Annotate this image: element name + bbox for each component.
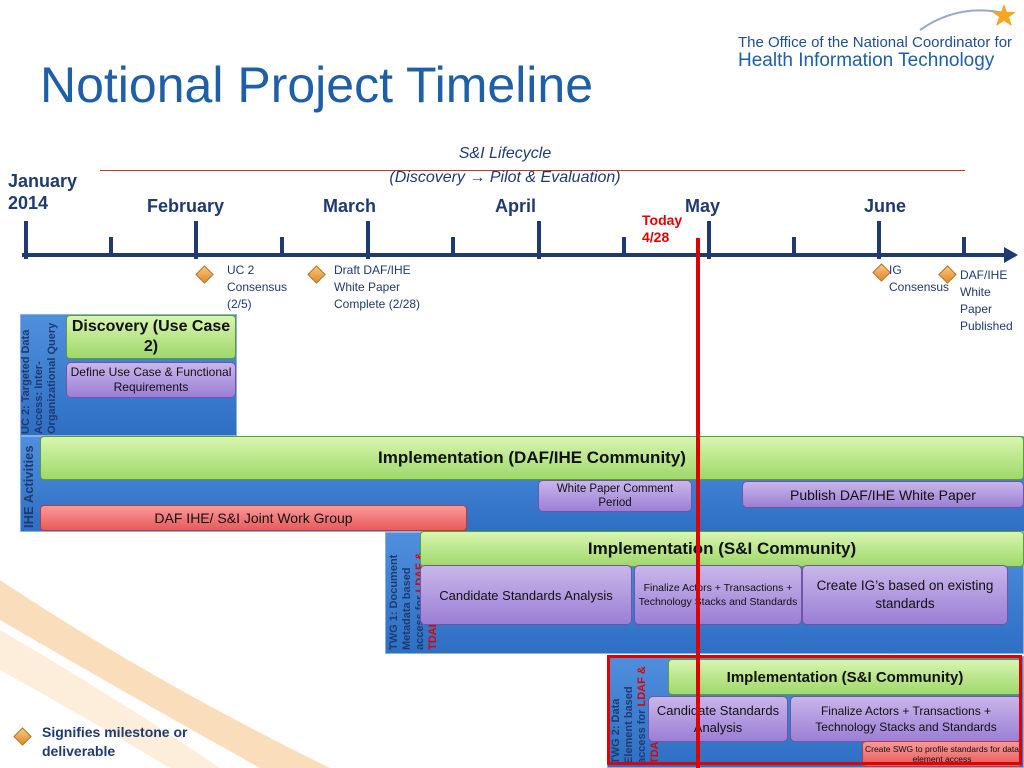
org-name-line2: Health Information Technology (738, 50, 995, 71)
page-title: Notional Project Timeline (40, 57, 594, 113)
discovery-bar: Discovery (Use Case 2) (66, 315, 236, 359)
ihe-implementation-bar: Implementation (DAF/IHE Community) (40, 436, 1024, 480)
milestone-diamond-icon (307, 265, 326, 284)
legend-text: Signifies milestone or deliverable (42, 724, 188, 759)
background-swoosh (0, 580, 330, 768)
joint-work-group-bar: DAF IHE/ S&I Joint Work Group (40, 505, 467, 531)
uc2-side-label: UC 2: Targeted Data Access: Inter-Organi… (20, 322, 58, 434)
axis-tick-major (194, 221, 198, 259)
month-february: February (147, 196, 225, 216)
ihe-side-label: IHE Activities (22, 445, 36, 528)
twg1-implementation-bar: Implementation (S&I Community) (420, 531, 1024, 567)
define-use-case-bar: Define Use Case & Functional Requirement… (66, 362, 236, 398)
axis-tick-major (537, 221, 541, 259)
twg1-create-ig-bar: Create IG’s based on existing standards (802, 565, 1008, 625)
axis-tick-minor (622, 237, 626, 257)
milestone-diamond-icon (195, 265, 214, 284)
axis-tick-major (707, 221, 711, 259)
lifecycle-title: S&I Lifecycle (458, 145, 552, 162)
org-name-line1: The Office of the National Coordinator f… (738, 34, 1013, 51)
axis-tick-minor (451, 237, 455, 257)
axis-tick-minor (962, 237, 966, 257)
white-paper-comment-bar: White Paper Comment Period (538, 480, 692, 512)
axis-tick-major (24, 221, 28, 259)
month-june: June (864, 196, 907, 216)
lifecycle-subtitle: (Discovery → Pilot & Evaluation) (389, 169, 621, 186)
milestone-draft-white-paper: Draft DAF/IHE White Paper Complete (2/28… (334, 263, 421, 311)
axis-tick-minor (109, 237, 113, 257)
onc-logo-swoosh-icon (919, 4, 1016, 31)
timeline-arrowhead-icon (1004, 247, 1018, 263)
axis-tick-minor (792, 237, 796, 257)
axis-tick-major (877, 221, 881, 259)
month-april: April (495, 196, 537, 216)
milestone-diamond-icon (872, 263, 891, 282)
today-label: Today 4/28 (642, 212, 682, 246)
twg2-candidate-standards-bar: Candidate Standards Analysis (648, 696, 788, 742)
today-marker-line (696, 238, 700, 768)
publish-white-paper-bar: Publish DAF/IHE White Paper (742, 481, 1024, 508)
milestone-white-paper-published: DAF/IHE White Paper Published (960, 268, 1013, 333)
milestone-uc2-consensus: UC 2 Consensus (2/5) (227, 263, 288, 311)
twg2-highlight-box (607, 655, 1022, 765)
lifecycle-divider (100, 170, 965, 171)
month-march: March (323, 196, 377, 216)
timeline-axis (22, 253, 1012, 257)
month-january: January 2014 (8, 171, 78, 213)
axis-tick-major (366, 221, 370, 259)
milestone-ig-consensus: IG Consensus (889, 263, 950, 294)
twg1-finalize-actors-bar: Finalize Actors + Transactions + Technol… (634, 565, 802, 625)
twg2-implementation-bar: Implementation (S&I Community) (668, 659, 1022, 695)
today-label-line1: Today (642, 212, 683, 228)
today-label-line2: 4/28 (642, 229, 670, 245)
axis-tick-minor (280, 237, 284, 257)
month-may: May (685, 196, 721, 216)
twg1-candidate-standards-bar: Candidate Standards Analysis (420, 565, 632, 625)
